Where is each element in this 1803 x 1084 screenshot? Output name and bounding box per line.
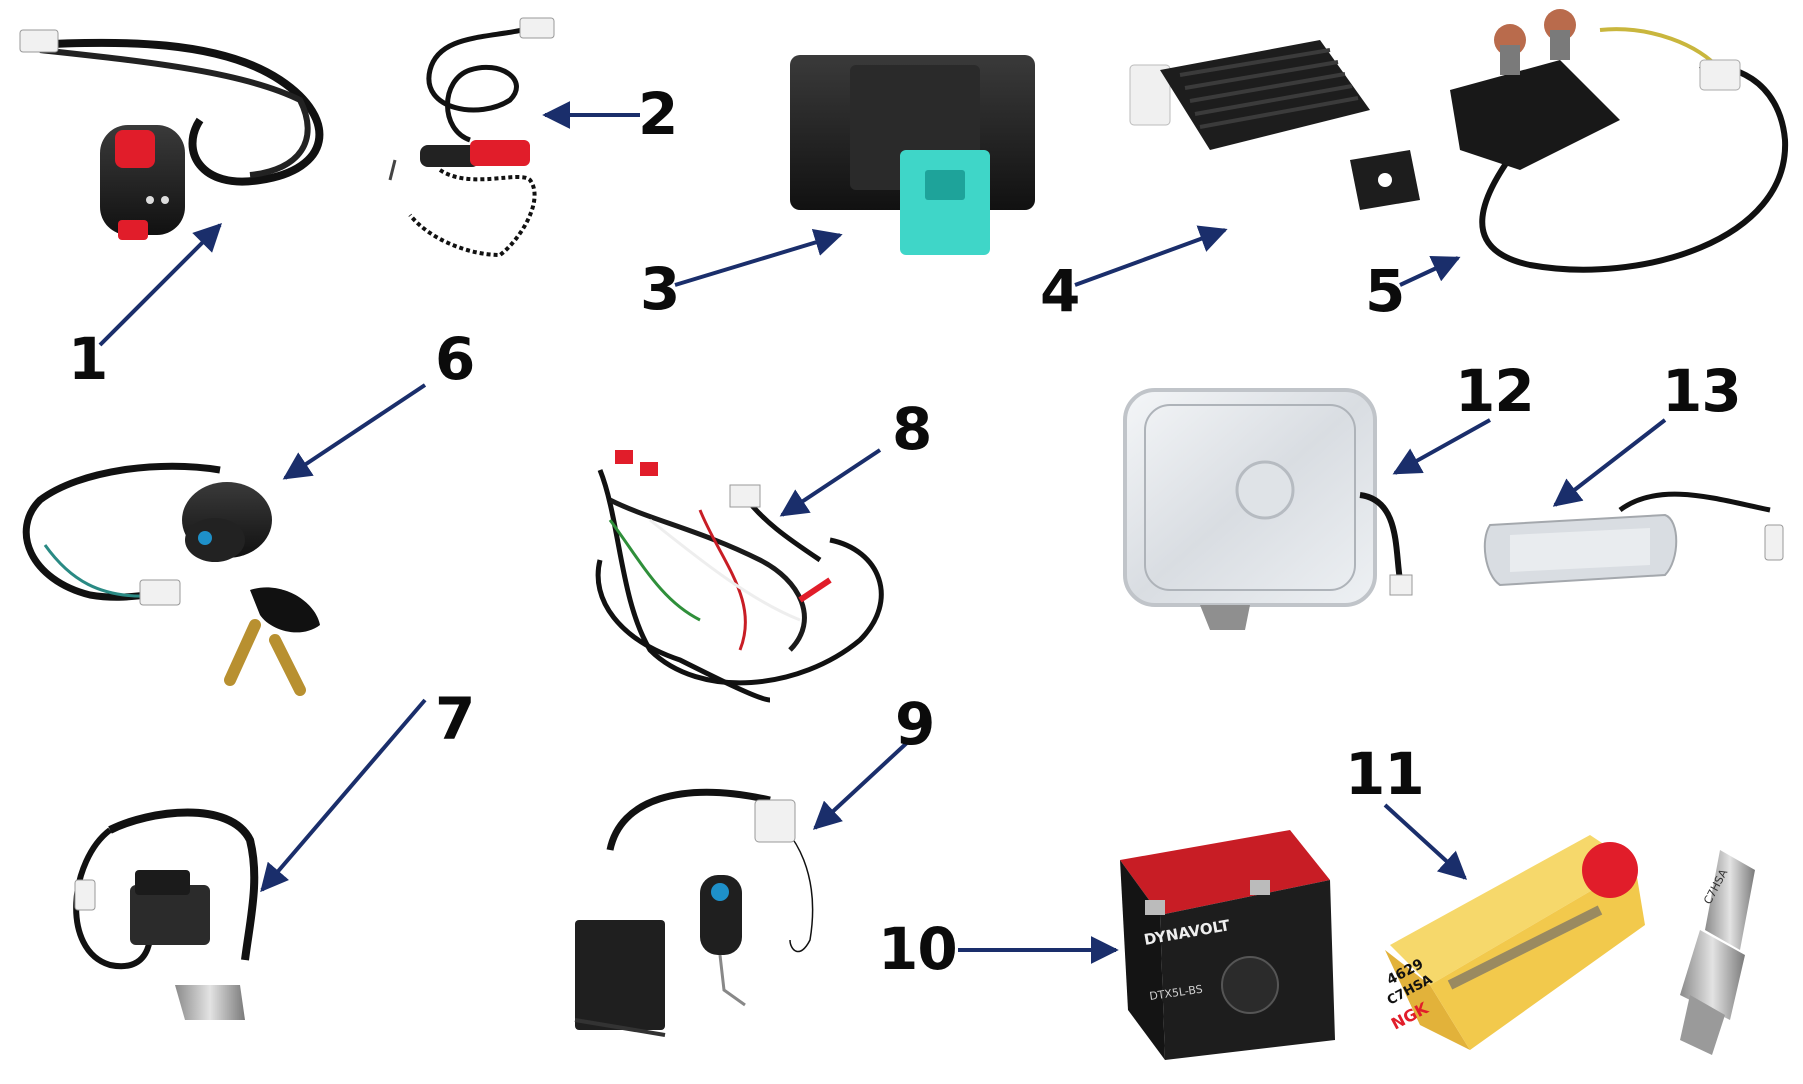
arrow-13 [1552, 418, 1667, 507]
arrow-11 [1383, 803, 1468, 880]
callout-6: 6 [435, 325, 475, 393]
arrow-1 [98, 223, 222, 347]
callout-2: 2 [638, 80, 678, 148]
callout-11: 11 [1345, 740, 1425, 808]
handlebar-switch [19, 29, 324, 240]
spark-plug-box: 4629 C7HSA NGK [1384, 835, 1645, 1050]
arrow-12 [1392, 418, 1491, 475]
callout-8: 8 [892, 395, 932, 463]
spark-plug: C7HSA [1680, 850, 1755, 1055]
callout-3: 3 [640, 255, 680, 323]
callout-4: 4 [1040, 257, 1080, 325]
tail-light [1483, 491, 1784, 587]
arrow-5 [1399, 255, 1461, 287]
wiring-harness [595, 450, 884, 703]
voltage-regulator [1129, 40, 1420, 210]
cdi-box [790, 55, 1035, 255]
arrow-3 [674, 228, 843, 287]
arrow-8 [779, 448, 882, 517]
callout-13: 13 [1662, 357, 1742, 425]
callout-10: 10 [878, 915, 958, 983]
battery: DYNAVOLT DTX5L-BS [1120, 830, 1335, 1060]
kill-switch [388, 17, 555, 258]
callout-7: 7 [435, 685, 475, 753]
callout-1: 1 [68, 325, 108, 393]
arrow-4 [1074, 225, 1228, 287]
alarm-remote-kit [574, 788, 814, 1037]
callout-5: 5 [1365, 257, 1405, 325]
headlight [1123, 388, 1413, 630]
arrow-6 [282, 383, 427, 480]
starter-solenoid [1450, 9, 1789, 273]
ignition-coil [73, 808, 259, 1020]
ignition-switch [22, 462, 320, 696]
callout-arrows [98, 101, 1667, 964]
callout-9: 9 [895, 690, 935, 758]
arrow-9 [812, 738, 912, 830]
callout-12: 12 [1455, 357, 1535, 425]
arrow-7 [260, 698, 427, 893]
